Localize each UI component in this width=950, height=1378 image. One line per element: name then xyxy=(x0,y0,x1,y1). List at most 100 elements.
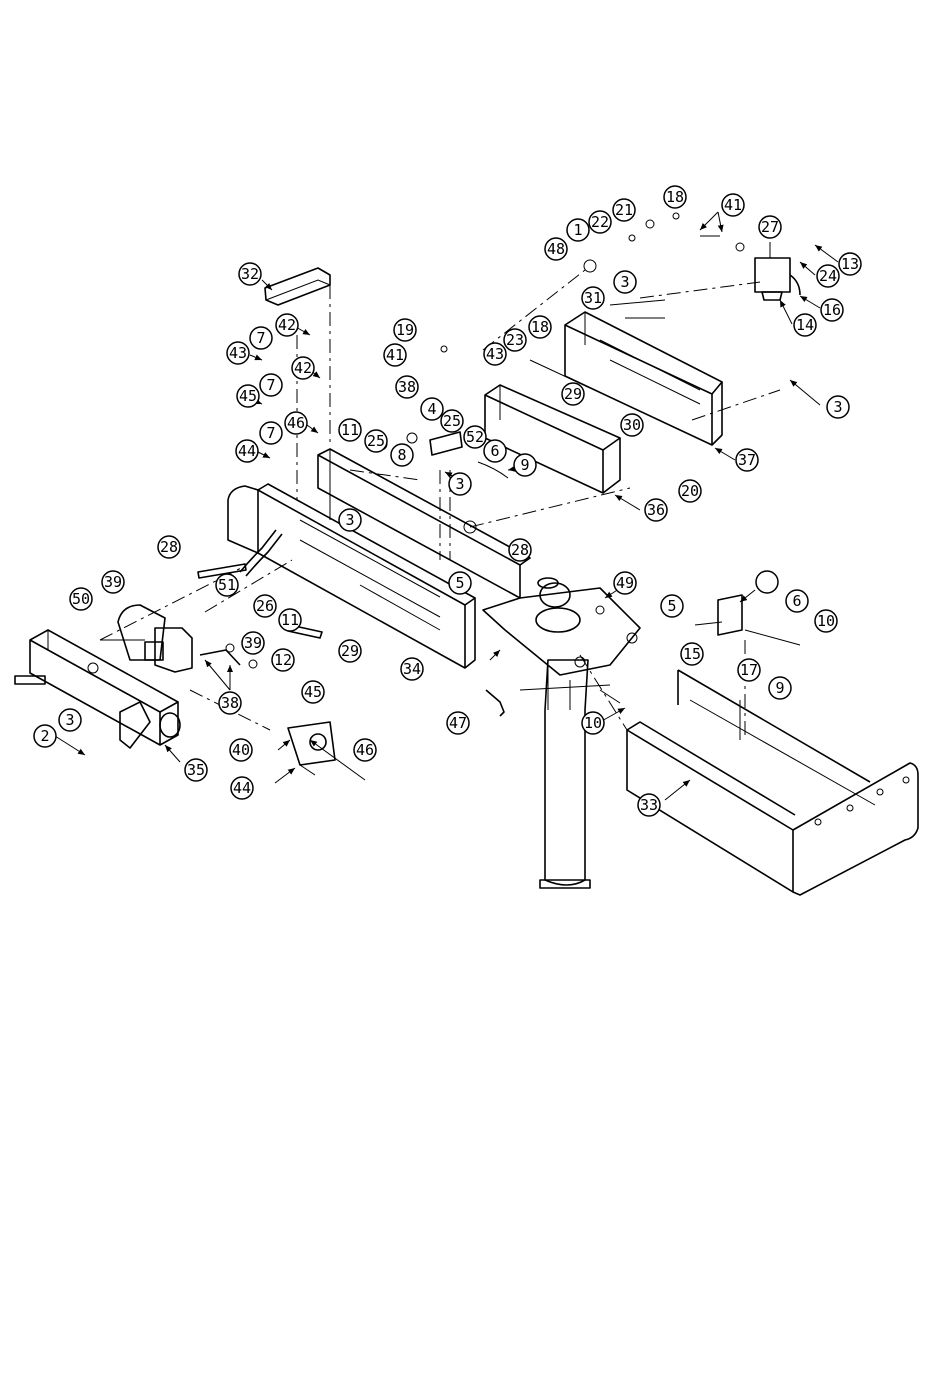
svg-text:28: 28 xyxy=(160,538,178,556)
svg-text:18: 18 xyxy=(666,188,684,206)
part-callouts: 1 2 3 3 3 3 3 4 5 5 6 6 7 7 7 8 9 9 10 1… xyxy=(34,186,861,816)
svg-text:18: 18 xyxy=(531,318,549,336)
callout-43: 44 xyxy=(231,777,253,799)
callout-21: 22 xyxy=(589,211,611,233)
callout-23: 24 xyxy=(817,265,839,287)
svg-text:9: 9 xyxy=(520,456,529,474)
callout-3: 3 xyxy=(827,396,849,418)
callout-31: 32 xyxy=(239,263,261,285)
callout-17: 18 xyxy=(529,316,551,338)
callout-37: 38 xyxy=(219,692,241,714)
callout-3: 3 xyxy=(449,473,471,495)
callout-8: 8 xyxy=(391,444,413,466)
motor-49 xyxy=(118,605,165,660)
callout-6: 6 xyxy=(484,440,506,462)
callout-9: 9 xyxy=(769,677,791,699)
callout-10: 10 xyxy=(582,712,604,734)
svg-text:5: 5 xyxy=(455,574,464,592)
callout-14: 14 xyxy=(794,314,816,336)
svg-text:19: 19 xyxy=(396,321,414,339)
callout-44: 44 xyxy=(236,440,258,462)
bearing-block-45 xyxy=(288,722,335,765)
callout-46: 47 xyxy=(447,712,469,734)
callout-18: 19 xyxy=(394,319,416,341)
svg-text:50: 50 xyxy=(72,590,90,608)
callout-27: 28 xyxy=(509,539,531,561)
callout-36: 37 xyxy=(736,449,758,471)
callout-48: 49 xyxy=(614,572,636,594)
callout-47: 48 xyxy=(545,238,567,260)
svg-text:42: 42 xyxy=(294,359,312,377)
svg-text:40: 40 xyxy=(232,741,250,759)
callout-9: 9 xyxy=(514,454,536,476)
callout-33: 34 xyxy=(401,658,423,680)
svg-text:41: 41 xyxy=(724,196,742,214)
svg-text:22: 22 xyxy=(591,213,609,231)
callout-15: 15 xyxy=(681,643,703,665)
callout-46: 46 xyxy=(285,412,307,434)
callout-11: 11 xyxy=(339,419,361,441)
svg-text:11: 11 xyxy=(341,421,359,439)
svg-text:33: 33 xyxy=(640,796,658,814)
svg-text:29: 29 xyxy=(564,385,582,403)
svg-text:24: 24 xyxy=(819,267,837,285)
svg-text:3: 3 xyxy=(620,273,629,291)
callout-16: 17 xyxy=(738,659,760,681)
callout-7: 7 xyxy=(260,374,282,396)
svg-text:44: 44 xyxy=(233,779,251,797)
svg-text:32: 32 xyxy=(241,265,259,283)
callout-7: 7 xyxy=(250,327,272,349)
regulator-14 xyxy=(755,258,790,292)
callout-26: 27 xyxy=(759,216,781,238)
callout-38: 39 xyxy=(242,632,264,654)
svg-text:49: 49 xyxy=(616,574,634,592)
callout-24: 25 xyxy=(441,410,463,432)
callout-11: 11 xyxy=(279,609,301,631)
callout-52 xyxy=(756,571,778,593)
svg-text:3: 3 xyxy=(455,475,464,493)
svg-text:21: 21 xyxy=(615,201,633,219)
callout-41: 42 xyxy=(292,357,314,379)
callout-35: 36 xyxy=(645,499,667,521)
svg-text:3: 3 xyxy=(345,511,354,529)
part-outlines xyxy=(15,213,918,895)
svg-text:12: 12 xyxy=(274,651,292,669)
svg-text:3: 3 xyxy=(65,711,74,729)
callout-38: 38 xyxy=(396,376,418,398)
svg-text:17: 17 xyxy=(740,661,758,679)
callout-42: 43 xyxy=(484,343,506,365)
svg-text:23: 23 xyxy=(506,331,524,349)
callout-40: 41 xyxy=(722,194,744,216)
svg-text:39: 39 xyxy=(104,573,122,591)
callout-29: 30 xyxy=(621,414,643,436)
svg-text:11: 11 xyxy=(281,611,299,629)
svg-text:1: 1 xyxy=(573,221,582,239)
svg-text:15: 15 xyxy=(683,645,701,663)
svg-text:4: 4 xyxy=(427,400,436,418)
svg-text:45: 45 xyxy=(304,683,322,701)
svg-text:35: 35 xyxy=(187,761,205,779)
callout-4: 4 xyxy=(421,398,443,420)
svg-text:16: 16 xyxy=(823,301,841,319)
svg-text:7: 7 xyxy=(266,376,275,394)
column xyxy=(545,710,585,885)
callout-3: 3 xyxy=(59,709,81,731)
svg-text:10: 10 xyxy=(584,714,602,732)
svg-text:5: 5 xyxy=(667,597,676,615)
svg-text:52: 52 xyxy=(466,428,484,446)
svg-text:38: 38 xyxy=(221,694,239,712)
callout-10: 10 xyxy=(815,610,837,632)
svg-text:26: 26 xyxy=(256,597,274,615)
callout-3: 3 xyxy=(614,271,636,293)
svg-text:7: 7 xyxy=(266,424,275,442)
callout-28: 28 xyxy=(158,536,180,558)
callout-19: 20 xyxy=(679,480,701,502)
svg-text:51: 51 xyxy=(218,576,236,594)
callout-45: 46 xyxy=(354,739,376,761)
svg-text:29: 29 xyxy=(341,642,359,660)
svg-text:3: 3 xyxy=(833,398,842,416)
callout-39: 39 xyxy=(102,571,124,593)
callout-34: 35 xyxy=(185,759,207,781)
svg-text:39: 39 xyxy=(244,634,262,652)
